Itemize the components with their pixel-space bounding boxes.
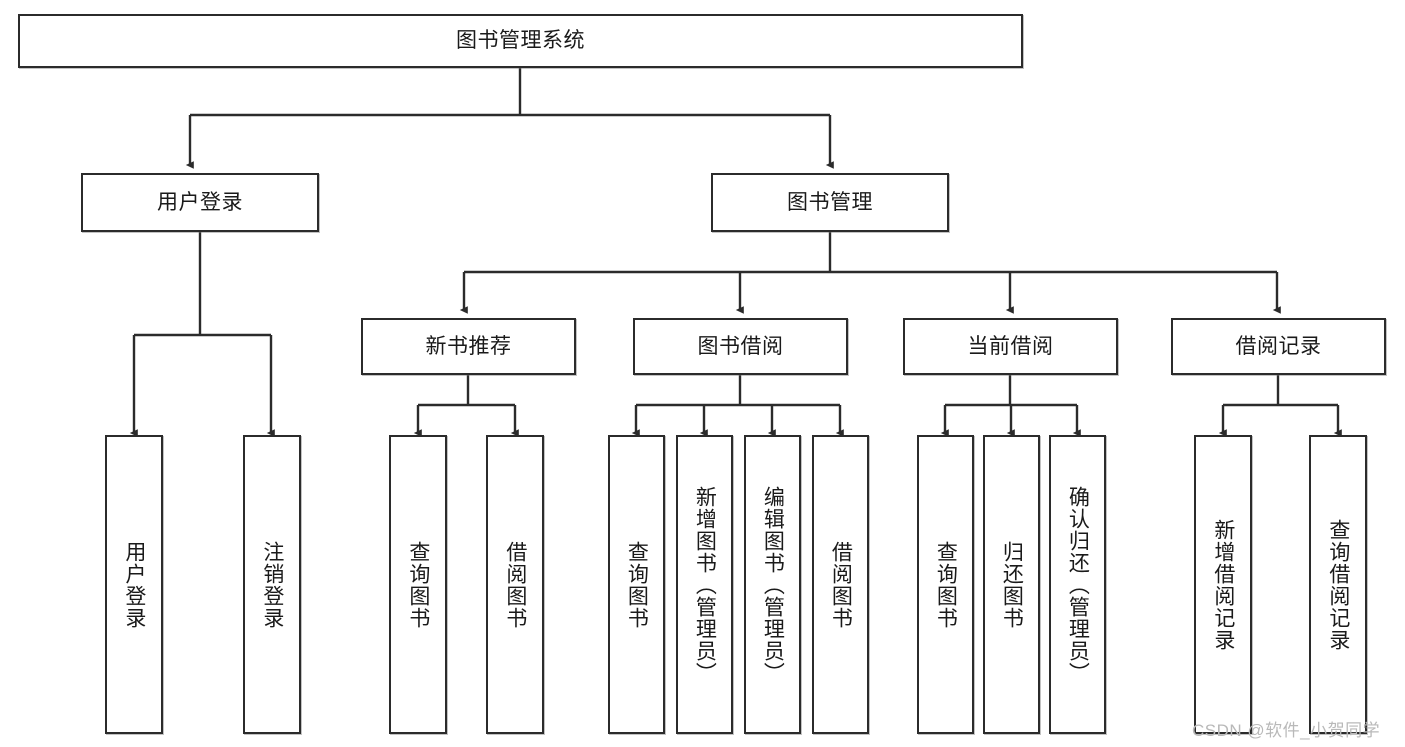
node-label: 借阅图书: [829, 540, 853, 629]
node-label: 用户登录: [122, 540, 146, 629]
node-label: 查询图书: [625, 540, 649, 629]
node-book-manage[interactable]: 图书管理: [711, 173, 949, 232]
node-leaf-borrow-book-borrow[interactable]: 借阅图书: [812, 435, 869, 734]
node-leaf-query-book-current[interactable]: 查询图书: [917, 435, 974, 734]
node-label: 当前借阅: [967, 334, 1054, 358]
node-label: 查询图书: [934, 540, 958, 629]
node-leaf-query-borrow-record[interactable]: 查询借阅记录: [1309, 435, 1367, 734]
node-label: 归还图书: [1000, 540, 1024, 629]
node-new-book-recommend[interactable]: 新书推荐: [361, 318, 576, 375]
node-label: 新书推荐: [425, 334, 512, 358]
node-leaf-query-book-recommend[interactable]: 查询图书: [389, 435, 447, 734]
node-leaf-borrow-book-recommend[interactable]: 借阅图书: [486, 435, 544, 734]
node-label: 注销登录: [260, 540, 284, 629]
node-user-login[interactable]: 用户登录: [81, 173, 319, 232]
node-leaf-user-login[interactable]: 用户登录: [105, 435, 163, 734]
node-label: 编辑图书（管理员）: [761, 485, 785, 684]
node-leaf-add-book-admin[interactable]: 新增图书（管理员）: [676, 435, 733, 734]
node-book-borrow[interactable]: 图书借阅: [633, 318, 848, 375]
node-label: 新增图书（管理员）: [693, 485, 717, 684]
node-label: 借阅图书: [503, 540, 527, 629]
node-label: 新增借阅记录: [1211, 518, 1235, 651]
node-leaf-add-borrow-record[interactable]: 新增借阅记录: [1194, 435, 1252, 734]
node-label: 确认归还（管理员）: [1066, 485, 1090, 684]
node-label: 查询图书: [406, 540, 430, 629]
node-leaf-edit-book-admin[interactable]: 编辑图书（管理员）: [744, 435, 801, 734]
node-label: 图书借阅: [697, 334, 784, 358]
node-label: 图书管理系统: [456, 29, 585, 53]
node-current-borrow[interactable]: 当前借阅: [903, 318, 1118, 375]
node-label: 用户登录: [157, 190, 243, 214]
node-borrow-record[interactable]: 借阅记录: [1171, 318, 1386, 375]
node-leaf-query-book-borrow[interactable]: 查询图书: [608, 435, 665, 734]
node-label: 图书管理: [787, 190, 873, 214]
node-leaf-return-book[interactable]: 归还图书: [983, 435, 1040, 734]
csdn-watermark: CSDN @软件_小贺同学: [1192, 721, 1381, 740]
node-label: 查询借阅记录: [1326, 518, 1350, 651]
node-leaf-logout-login[interactable]: 注销登录: [243, 435, 301, 734]
node-label: 借阅记录: [1235, 334, 1322, 358]
node-leaf-confirm-return-admin[interactable]: 确认归还（管理员）: [1049, 435, 1106, 734]
node-root-book-management-system[interactable]: 图书管理系统: [18, 14, 1023, 68]
